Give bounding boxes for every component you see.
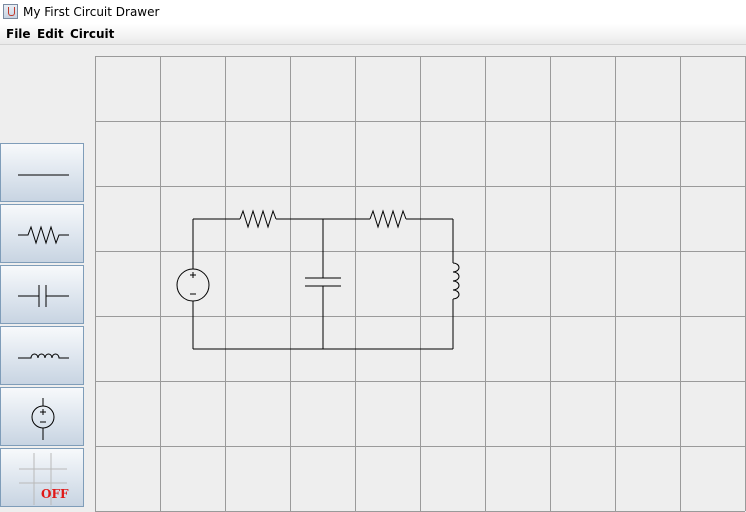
capacitor-icon — [18, 285, 69, 307]
circuit-wires — [192, 218, 454, 350]
menu-file[interactable]: File — [6, 27, 31, 41]
voltage-source-symbol[interactable] — [176, 268, 210, 302]
inductor-icon — [18, 353, 69, 359]
capacitor-tool-button[interactable] — [0, 265, 84, 324]
capacitor-symbol[interactable] — [305, 277, 341, 287]
wire-icon — [18, 174, 69, 176]
wire-tool-button[interactable] — [0, 143, 84, 202]
grid-toggle-button[interactable]: OFF — [0, 448, 84, 507]
inductor-symbol[interactable] — [452, 262, 460, 300]
resistor-tool-button[interactable] — [0, 204, 84, 263]
drawing-canvas[interactable] — [95, 56, 746, 512]
java-cup-icon — [3, 4, 18, 19]
menu-bar: File Edit Circuit — [0, 24, 746, 45]
menu-edit[interactable]: Edit — [37, 27, 64, 41]
menu-circuit[interactable]: Circuit — [70, 27, 115, 41]
component-toolbox: OFF — [0, 143, 85, 512]
title-bar: My First Circuit Drawer — [0, 0, 746, 24]
grid-icon — [19, 453, 67, 505]
voltage-source-tool-button[interactable] — [0, 387, 84, 446]
grid-toggle-label: OFF — [41, 487, 69, 501]
resistor-symbol-1[interactable] — [239, 209, 277, 229]
voltage-source-icon — [31, 398, 55, 440]
resistor-icon — [18, 225, 69, 245]
resistor-symbol-2[interactable] — [369, 209, 407, 229]
circuit-diagram — [176, 209, 460, 350]
window-title: My First Circuit Drawer — [23, 5, 160, 19]
inductor-tool-button[interactable] — [0, 326, 84, 385]
